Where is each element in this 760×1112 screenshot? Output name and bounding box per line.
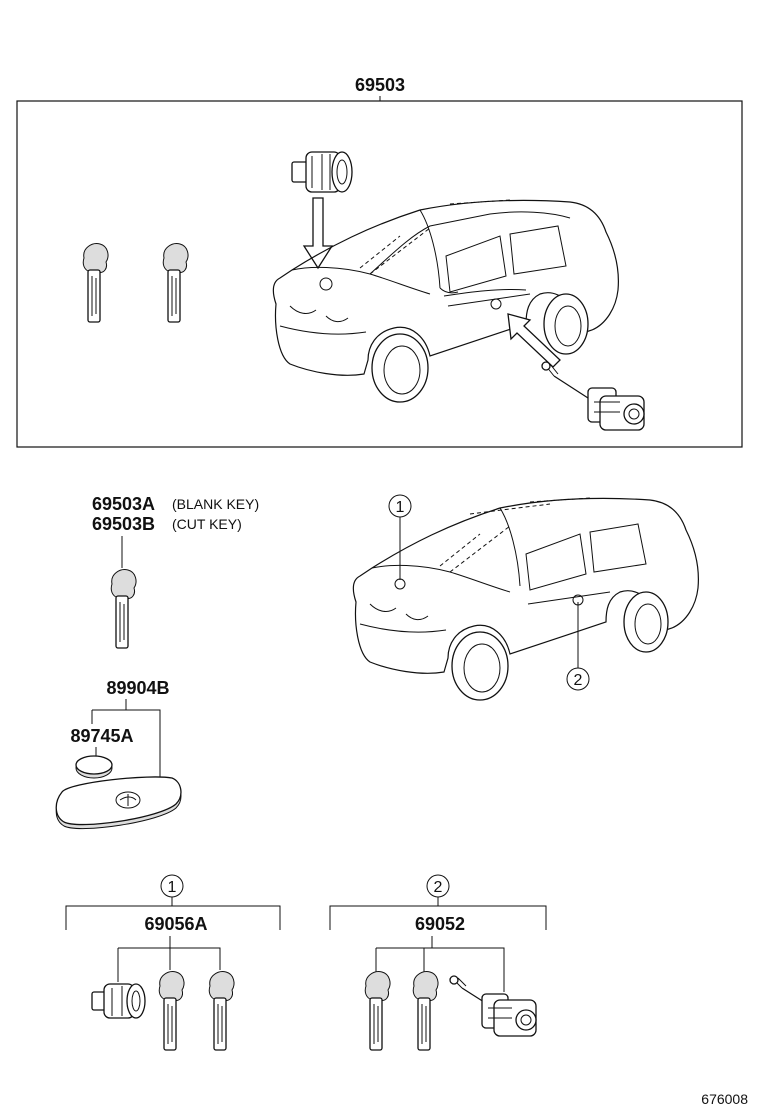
label-69503A[interactable]: 69503A: [92, 494, 155, 514]
label-89745A[interactable]: 89745A: [70, 726, 133, 746]
label-89904B[interactable]: 89904B: [106, 678, 169, 698]
bracket-89904B: [92, 709, 161, 790]
key-labels-group: 69503A (BLANK KEY) 69503B (CUT KEY): [92, 494, 259, 649]
illustration-number: 676008: [701, 1091, 748, 1107]
branches-69056A: [117, 947, 221, 982]
note-blank-key: (BLANK KEY): [172, 496, 259, 512]
key-icon[interactable]: [162, 243, 189, 323]
label-69503B[interactable]: 69503B: [92, 514, 155, 534]
set-2-ref[interactable]: 2: [434, 879, 443, 896]
callout-1-group: 1: [388, 494, 412, 580]
vehicle-reference-illustration: [352, 497, 699, 701]
key-icon[interactable]: [158, 971, 185, 1051]
door-lock-cylinder-icon[interactable]: [541, 361, 645, 431]
label-69056A[interactable]: 69056A: [144, 914, 207, 934]
set-1-ref[interactable]: 1: [168, 879, 177, 896]
note-cut-key: (CUT KEY): [172, 516, 242, 532]
key-icon[interactable]: [110, 569, 137, 649]
vehicle-illustration: [272, 199, 619, 403]
remote-transmitter-icon[interactable]: [55, 776, 182, 829]
assembly-box: [16, 100, 743, 448]
set-69052-group: 2 69052: [329, 874, 547, 1051]
callout-2[interactable]: 2: [574, 672, 583, 689]
door-lock-cylinder-icon[interactable]: [449, 975, 537, 1037]
callout-2-group: 2: [566, 602, 590, 691]
key-icon[interactable]: [364, 971, 391, 1051]
label-69503[interactable]: 69503: [355, 75, 405, 95]
arrow-up-left-icon: [507, 313, 561, 368]
battery-icon[interactable]: [75, 755, 113, 779]
callout-circle-2: [566, 667, 590, 691]
key-icon[interactable]: [82, 243, 109, 323]
branches-69052: [375, 947, 505, 992]
arrow-down-icon: [302, 197, 334, 270]
bracket-set-1: [65, 905, 281, 930]
callout-1[interactable]: 1: [396, 499, 405, 516]
assembly-69503-group: 69503: [16, 75, 743, 448]
ignition-cylinder-icon[interactable]: [91, 983, 146, 1019]
bracket-set-2: [329, 905, 547, 930]
key-icon[interactable]: [412, 971, 439, 1051]
set-69056A-group: 1 69056A: [65, 874, 281, 1051]
ignition-cylinder-icon[interactable]: [291, 151, 353, 193]
transmitter-group: 89904B 89745A: [55, 678, 182, 829]
key-icon[interactable]: [208, 971, 235, 1051]
label-69052[interactable]: 69052: [415, 914, 465, 934]
